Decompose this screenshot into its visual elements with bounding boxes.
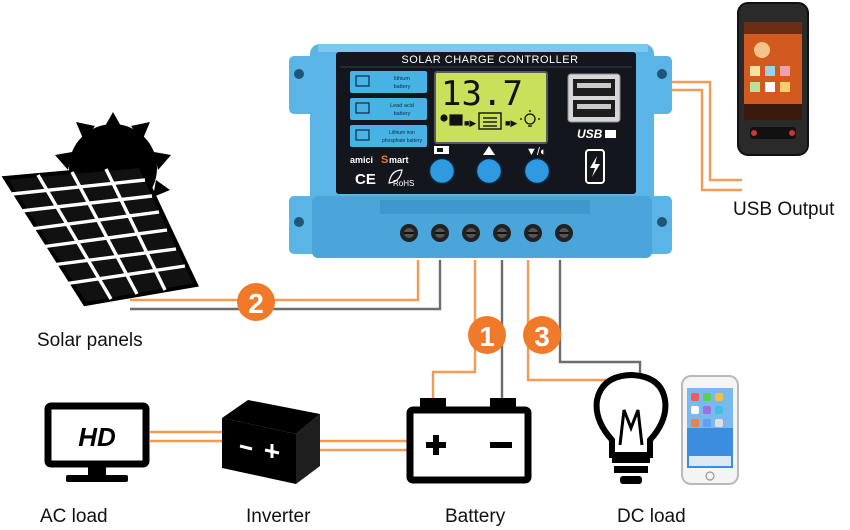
usb-ports (567, 73, 621, 123)
ce-mark: CE (355, 171, 376, 188)
label-ac-load: AC load (40, 506, 108, 527)
label-inverter: Inverter (246, 506, 311, 527)
smartphone-icon (681, 375, 739, 485)
svg-text:Lead acid: Lead acid (390, 103, 414, 109)
down-button[interactable] (523, 157, 551, 185)
menu-icon (434, 146, 449, 154)
terminal-battery-negative (493, 224, 511, 242)
terminal-solar-positive (400, 224, 418, 242)
monitor-icon: HD (44, 402, 150, 482)
charge-controller: SOLAR CHARGE CONTROLLER lithium battery … (289, 44, 672, 258)
controller-title: SOLAR CHARGE CONTROLLER (401, 54, 578, 66)
light-bulb-icon (593, 371, 669, 484)
up-button[interactable] (475, 157, 503, 185)
brand-right: mart (389, 155, 409, 165)
svg-text:battery: battery (394, 84, 411, 90)
label-usb-output: USB Output (733, 199, 835, 220)
lcd-solar-icon (440, 114, 463, 126)
hd-text: HD (78, 422, 116, 452)
lcd-bulb-icon (520, 110, 540, 127)
rohs-leaf-icon (388, 169, 403, 184)
step-badge-solar: 2 (237, 283, 275, 321)
svg-text:3: 3 (534, 321, 550, 352)
battery-type-lead-acid: Lead acid battery (350, 98, 427, 120)
label-battery: Battery (445, 506, 506, 527)
phone-charge-icon (585, 149, 605, 184)
svg-text:2: 2 (248, 288, 264, 319)
lcd-arrow-icon: ■▶ (464, 118, 476, 128)
brand-s: S (381, 154, 388, 166)
terminal-battery-positive (462, 224, 480, 242)
step-badge-battery: 1 (468, 316, 506, 354)
down-power-icon: ▼/◐ (526, 146, 547, 158)
brand-left: amici (350, 155, 373, 165)
terminal-load-positive (524, 224, 542, 242)
rohs-mark: RoHS (393, 179, 414, 188)
step-badge-dcload: 3 (523, 316, 561, 354)
mobile-phone-icon (737, 2, 809, 156)
terminal-load-negative (555, 224, 573, 242)
lcd-voltage: 13.7 (441, 74, 523, 114)
usb-small-battery-icon (605, 130, 616, 138)
battery-wire-positive (431, 260, 477, 398)
lcd-arrow-icon-2: ■▶ (505, 118, 517, 128)
svg-text:battery: battery (394, 111, 411, 117)
svg-text:Lithium iron: Lithium iron (389, 130, 415, 136)
up-arrow-icon (483, 146, 495, 155)
dcload-wire-negative (558, 260, 642, 390)
terminal-screws (400, 224, 573, 242)
battery-icon (406, 398, 532, 484)
terminal-solar-negative (431, 224, 449, 242)
solar-panel-icon (1, 163, 199, 307)
lcd-screen (434, 71, 548, 144)
svg-text:lithium: lithium (394, 76, 410, 82)
svg-text:1: 1 (479, 321, 495, 352)
solar-wire-negative (130, 260, 442, 311)
usb-label: USB (577, 127, 603, 141)
menu-button[interactable] (428, 157, 456, 185)
label-solar-panels: Solar panels (37, 330, 143, 351)
inverter-icon (222, 400, 320, 484)
battery-type-lithium: lithium battery (350, 71, 427, 93)
solar-wire-positive (130, 260, 420, 302)
battery-type-lifepo4: Lithium iron phosphate battery (350, 125, 427, 147)
svg-text:phosphate battery: phosphate battery (382, 138, 423, 144)
lcd-battery-icon (478, 112, 502, 130)
label-dc-load: DC load (617, 506, 686, 527)
